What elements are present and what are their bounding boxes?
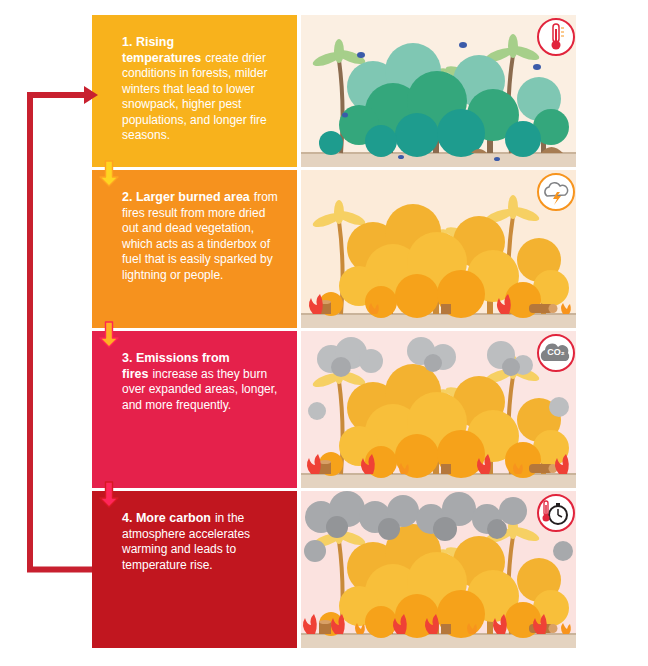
process-box: 1. Rising temperaturescreate drier condi… [92,15,297,167]
step-heading: 2. Larger burned area [122,190,250,204]
box-fill [92,170,297,328]
step-heading: 4. More carbon [122,511,211,525]
box-fill [92,331,297,488]
icon-label: CO₂ [543,347,569,357]
box-fill [92,491,297,648]
flow-arrow [100,161,118,186]
process-box: 3. Emissions from firesincrease as they … [92,331,297,488]
flow-arrow [100,322,118,347]
process-box: 2. Larger burned areafrom fires result f… [92,170,297,328]
flow-arrow [30,86,98,570]
process-box: 4. More carbonin the atmosphere accelera… [92,491,297,648]
flow-arrow [100,482,118,507]
box-fill [92,15,297,167]
step-heading: 1. Rising temperatures [122,35,201,65]
